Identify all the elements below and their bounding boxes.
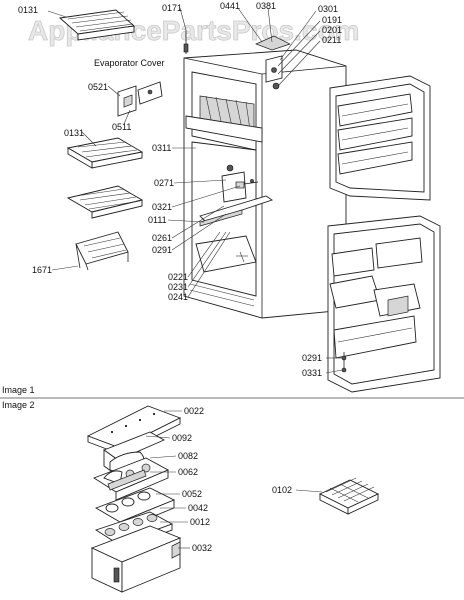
shelf-frame-part[interactable] — [75, 231, 129, 271]
callout-0082: 0082 — [178, 451, 198, 461]
evaporator-cover-bracket-part[interactable] — [117, 81, 163, 117]
refrigerator-cabinet-part[interactable] — [183, 49, 347, 319]
callout-0211: 0211 — [322, 35, 341, 45]
callout-0381: 0381 — [256, 1, 276, 11]
callout-0291-left: 0291 — [152, 245, 172, 255]
bottom-hinge-part[interactable] — [341, 352, 347, 373]
top-hinge-part[interactable] — [183, 30, 291, 90]
callout-0271: 0271 — [154, 178, 174, 188]
callout-0032: 0032 — [192, 543, 212, 553]
fresh-food-door-part[interactable] — [327, 215, 441, 393]
leader-lines-image2 — [145, 410, 323, 549]
callout-0131-top: 0131 — [18, 5, 38, 15]
ice-tray-part[interactable] — [93, 457, 170, 501]
image1-caption: Image 1 — [2, 385, 35, 395]
ice-cube-tray-part[interactable] — [318, 477, 380, 515]
callout-0331: 0331 — [302, 368, 322, 378]
callout-0321: 0321 — [152, 202, 172, 212]
ice-bin-bracket-part[interactable] — [103, 431, 166, 477]
glass-shelf-part[interactable] — [66, 137, 144, 169]
callout-0201: 0201 — [322, 25, 342, 35]
evaporator-cover-label: Evaporator Cover — [94, 58, 165, 68]
callout-0311: 0311 — [152, 143, 171, 153]
callout-0052: 0052 — [182, 489, 202, 499]
callout-0261: 0261 — [152, 233, 172, 243]
image2-caption: Image 2 — [2, 400, 35, 410]
callout-0111: 0111 — [148, 215, 167, 225]
callout-0092: 0092 — [172, 433, 192, 443]
callout-0062: 0062 — [178, 467, 198, 477]
callout-0221: 0221 — [168, 272, 188, 282]
freezer-door-part[interactable] — [329, 75, 431, 201]
callout-0521: 0521 — [88, 82, 108, 92]
callout-0022: 0022 — [184, 406, 204, 416]
wire-shelf-part[interactable] — [66, 185, 144, 219]
callout-0301: 0301 — [318, 4, 338, 14]
callout-0171: 0171 — [162, 3, 182, 13]
callout-0511: 0511 — [112, 122, 131, 132]
freezer-shelf-part[interactable] — [58, 9, 136, 41]
callout-0231: 0231 — [168, 282, 188, 292]
storage-bin-part[interactable] — [90, 525, 182, 593]
callout-0042: 0042 — [188, 503, 208, 513]
callout-1671: 1671 — [32, 265, 52, 275]
callout-0241: 0241 — [168, 292, 188, 302]
callout-0102: 0102 — [272, 485, 292, 495]
leader-lines — [47, 7, 343, 374]
callout-0291-right: 0291 — [302, 353, 322, 363]
callout-0191: 0191 — [322, 15, 342, 25]
callout-0441: 0441 — [220, 1, 240, 11]
callout-0012: 0012 — [190, 517, 210, 527]
callout-0131-shelf: 0131 — [64, 128, 84, 138]
